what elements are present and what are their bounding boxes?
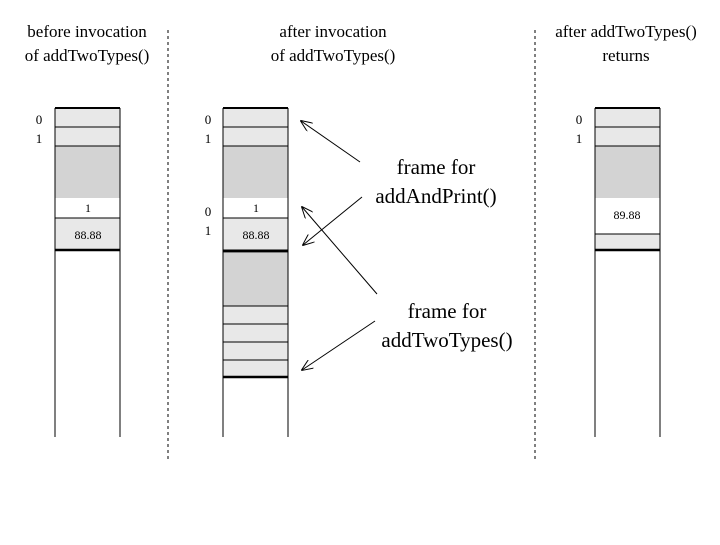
index-after-mid-0: 0 [205, 204, 212, 219]
header-returns: after addTwoTypes() returns [555, 22, 697, 65]
arrow-add-and-print-to-double [303, 196, 363, 245]
index-after-mid-1: 1 [205, 223, 212, 238]
cell-returns-bottom [595, 234, 660, 250]
header-returns-line1: after addTwoTypes() [555, 22, 697, 41]
cell-after-int [223, 198, 288, 218]
cell-after-slot1 [223, 127, 288, 146]
value-before-int: 1 [85, 201, 91, 215]
header-before-line2: of addTwoTypes() [25, 46, 150, 65]
cell-before-shaded [55, 146, 120, 198]
header-returns-line2: returns [602, 46, 649, 65]
label-add-two-types: frame for addTwoTypes() [381, 299, 512, 352]
value-after-double: 88.88 [243, 228, 270, 242]
cell-before-int [55, 198, 120, 218]
cell-returns-slot1 [595, 127, 660, 146]
header-after-line1: after invocation [279, 22, 387, 41]
cell-returns-slot0 [595, 108, 660, 127]
arrow-add-two-types-to-bottom [302, 320, 376, 370]
cell-after-shaded-top [223, 146, 288, 198]
cell-after-slot0 [223, 108, 288, 127]
cell-before-double [55, 218, 120, 250]
label-add-and-print-line2: addAndPrint() [375, 184, 496, 208]
value-returns-result: 89.88 [614, 208, 641, 222]
label-add-and-print: frame for addAndPrint() [375, 155, 496, 208]
header-after-line2: of addTwoTypes() [271, 46, 396, 65]
index-before-0: 0 [36, 112, 43, 127]
stack-before: 0 1 1 88.88 [36, 107, 121, 437]
index-returns-1: 1 [576, 131, 583, 146]
label-add-and-print-line1: frame for [397, 155, 476, 179]
arrow-add-two-types-to-int [302, 207, 378, 295]
index-before-1: 1 [36, 131, 43, 146]
cell-before-slot1 [55, 127, 120, 146]
header-before-line1: before invocation [27, 22, 147, 41]
index-returns-0: 0 [576, 112, 583, 127]
cell-after-shaded-mid [223, 253, 288, 306]
index-after-top-1: 1 [205, 131, 212, 146]
value-before-double: 88.88 [75, 228, 102, 242]
stack-after: 0 1 0 1 1 88.88 [205, 107, 289, 437]
header-before: before invocation of addTwoTypes() [25, 22, 150, 65]
value-after-int: 1 [253, 201, 259, 215]
stack-returns: 0 1 89.88 [576, 107, 661, 437]
header-after: after invocation of addTwoTypes() [271, 22, 396, 65]
label-add-two-types-line2: addTwoTypes() [381, 328, 512, 352]
cell-returns-shaded [595, 146, 660, 198]
cell-after-double [223, 218, 288, 250]
cell-before-slot0 [55, 108, 120, 127]
cell-returns-result [595, 198, 660, 234]
index-after-top-0: 0 [205, 112, 212, 127]
arrow-add-and-print-to-top [301, 121, 361, 163]
label-add-two-types-line1: frame for [408, 299, 487, 323]
